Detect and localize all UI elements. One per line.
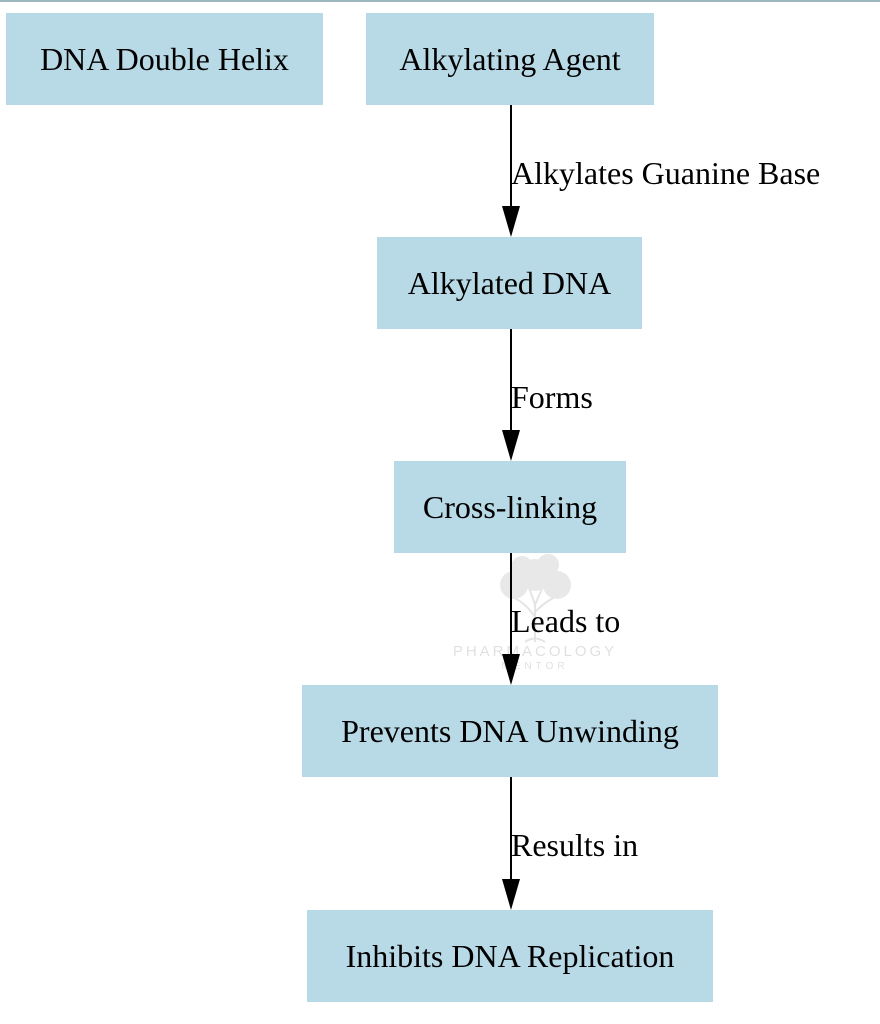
arrowhead-icon — [502, 206, 520, 237]
edge-label-forms: Forms — [511, 379, 593, 415]
arrowhead-icon — [502, 879, 520, 910]
edge-label-leads-to: Leads to — [511, 603, 621, 639]
node-inhibits-dna-replication: Inhibits DNA Replication — [307, 910, 713, 1002]
node-dna-double-helix: DNA Double Helix — [6, 13, 323, 105]
node-alkylated-dna: Alkylated DNA — [377, 237, 642, 329]
edge-label-alkylates-guanine-base: Alkylates Guanine Base — [511, 155, 821, 191]
pharmacology-mentor-watermark: PHARMACOLOGY MENTOR — [430, 547, 640, 677]
watermark-subtitle: MENTOR — [501, 661, 569, 672]
watermark-title: PHARMACOLOGY — [452, 643, 618, 660]
node-prevents-dna-unwinding: Prevents DNA Unwinding — [302, 685, 718, 777]
node-cross-linking: Cross-linking — [394, 461, 626, 553]
arrowhead-icon — [502, 430, 520, 461]
edge-label-results-in: Results in — [511, 827, 639, 863]
node-alkylating-agent: Alkylating Agent — [366, 13, 654, 105]
tree-logo-icon — [500, 554, 571, 643]
